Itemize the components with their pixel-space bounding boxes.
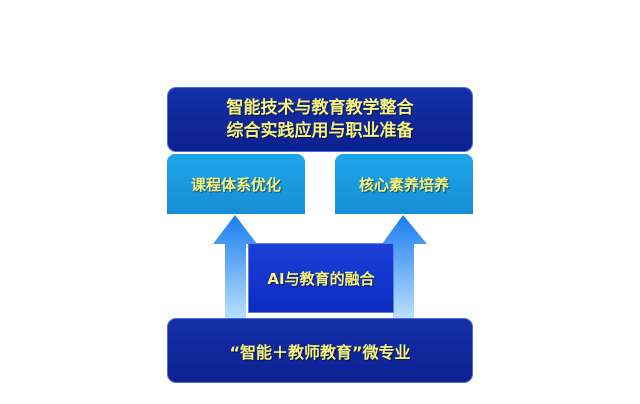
up-arrow-left xyxy=(213,215,257,318)
top-line-2: 综合实践应用与职业准备 xyxy=(226,120,414,141)
ai-education-box: AI与教育的融合 xyxy=(248,243,394,313)
curriculum-box: 课程体系优化 xyxy=(167,154,305,214)
top-goal-box: 智能技术与教育教学整合综合实践应用与职业准备 xyxy=(167,87,473,152)
core-literacy-box: 核心素养培养 xyxy=(335,154,473,214)
top-line-1: 智能技术与教育教学整合 xyxy=(226,97,414,118)
micro-major-box: “智能＋教师教育”微专业 xyxy=(167,318,473,383)
